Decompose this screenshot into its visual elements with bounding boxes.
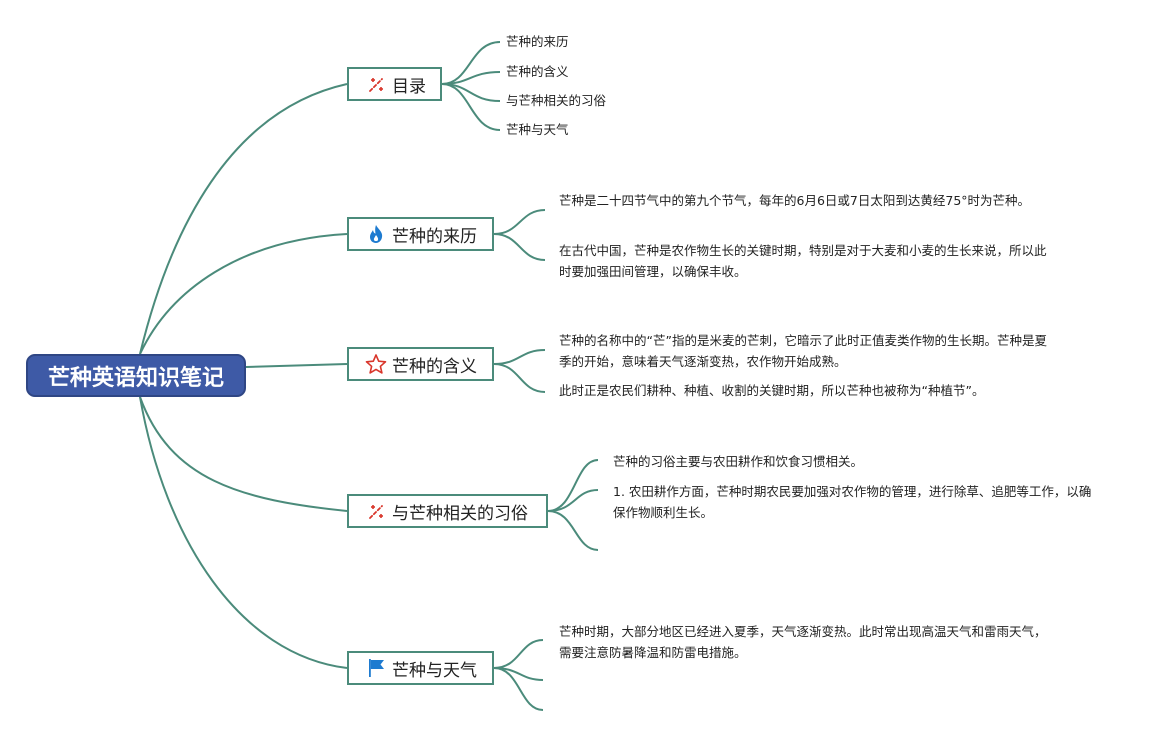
- branch-label: 芒种与天气: [392, 660, 477, 681]
- magic-wand-icon: [369, 78, 383, 92]
- branch-label: 芒种的来历: [392, 226, 477, 247]
- toc-item[interactable]: 芒种的来历: [506, 34, 569, 49]
- flag-icon: [369, 659, 384, 677]
- flame-icon: [370, 225, 383, 243]
- star-icon: [365, 354, 387, 374]
- branch-meaning[interactable]: 芒种的含义: [347, 347, 494, 381]
- toc-item[interactable]: 芒种与天气: [506, 122, 569, 137]
- meaning-text: 此时正是农民们耕种、种植、收割的关键时期，所以芒种也被称为“种植节”。: [559, 383, 985, 398]
- branch-label: 与芒种相关的习俗: [392, 503, 528, 524]
- weather-text: 芒种时期，大部分地区已经进入夏季，天气逐渐变热。此时常出现高温天气和雷雨天气，需…: [559, 624, 1047, 660]
- toc-item[interactable]: 芒种的含义: [506, 64, 569, 79]
- branch-label: 芒种的含义: [392, 356, 477, 377]
- branch-customs[interactable]: 与芒种相关的习俗: [347, 494, 548, 528]
- toc-item[interactable]: 与芒种相关的习俗: [506, 93, 607, 108]
- branch-toc[interactable]: 目录: [347, 67, 442, 101]
- root-topic[interactable]: 芒种英语知识笔记: [26, 354, 246, 397]
- branch-origin[interactable]: 芒种的来历: [347, 217, 494, 251]
- magic-wand-icon: [369, 505, 383, 519]
- meaning-text: 芒种的名称中的“芒”指的是米麦的芒刺，它暗示了此时正值麦类作物的生长期。芒种是夏…: [559, 333, 1047, 369]
- branch-weather[interactable]: 芒种与天气: [347, 651, 494, 685]
- customs-text: 1. 农田耕作方面，芒种时期农民要加强对农作物的管理，进行除草、追肥等工作，以确…: [613, 484, 1092, 520]
- customs-text: 芒种的习俗主要与农田耕作和饮食习惯相关。: [613, 454, 864, 469]
- origin-text: 在古代中国，芒种是农作物生长的关键时期，特别是对于大麦和小麦的生长来说，所以此时…: [559, 243, 1047, 279]
- branch-label: 目录: [392, 76, 426, 97]
- origin-text: 芒种是二十四节气中的第九个节气，每年的6月6日或7日太阳到达黄经75°时为芒种。: [559, 193, 1031, 208]
- root-title: 芒种英语知识笔记: [47, 365, 224, 391]
